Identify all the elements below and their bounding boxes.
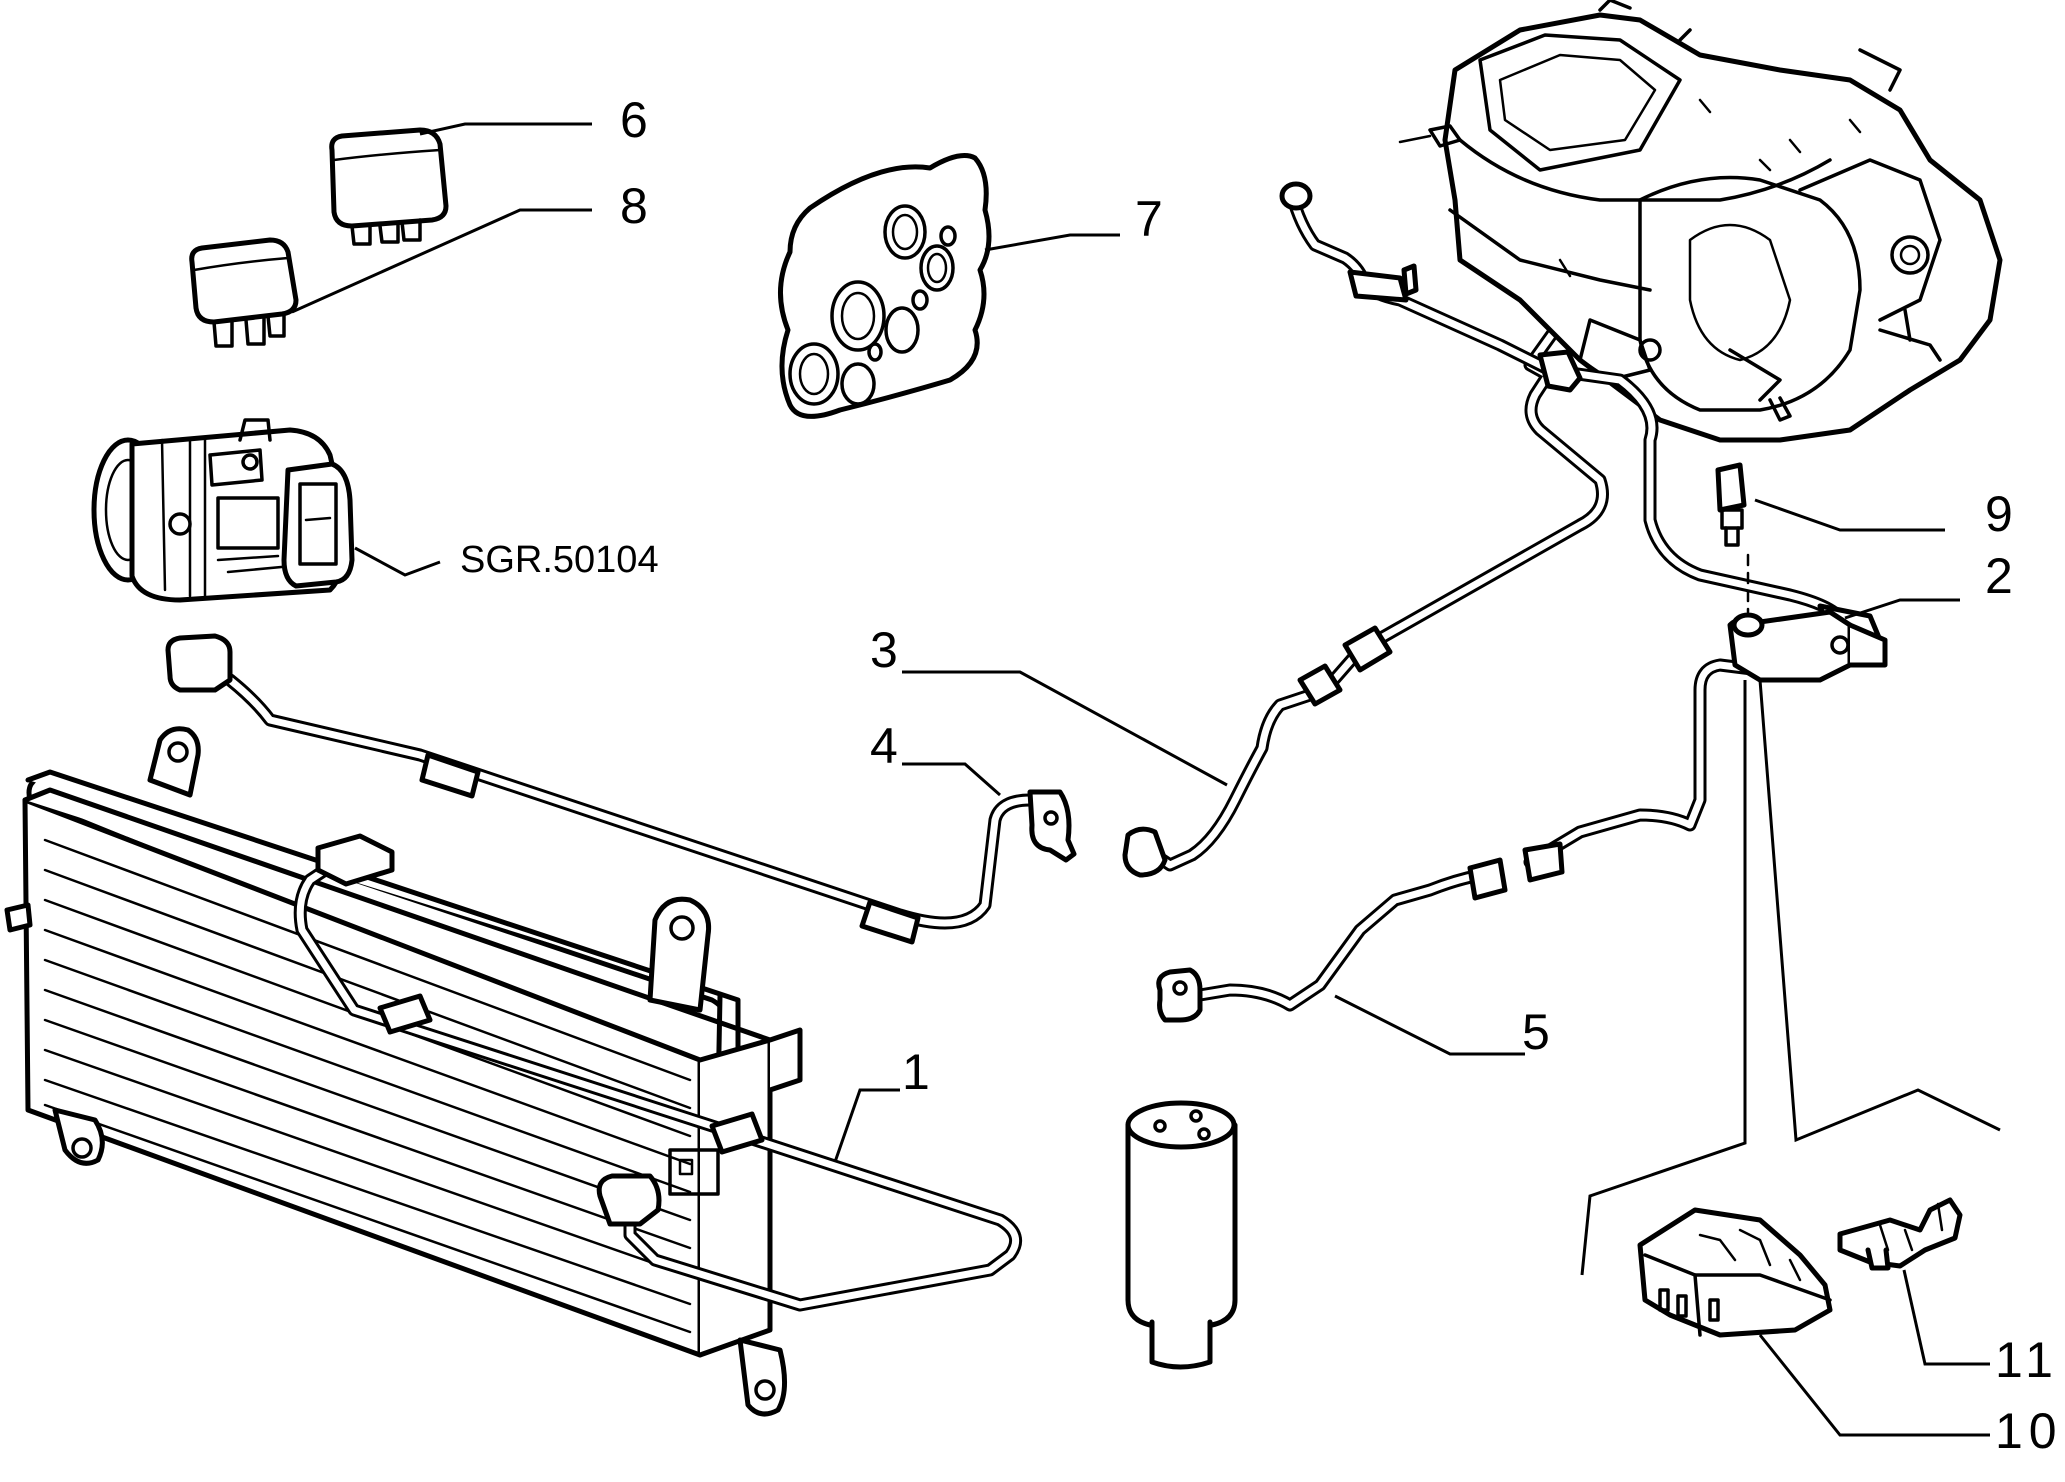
callout-ref: SGR.50104: [460, 539, 659, 581]
compressor: [91, 418, 355, 603]
callout-1: 1: [902, 1044, 930, 1100]
evaporator-assembly: [1398, 0, 2003, 443]
callout-9: 9: [1985, 486, 2013, 542]
gasket-kit-7: [778, 153, 992, 419]
leader-lines: [291, 122, 1990, 1437]
callout-5: 5: [1522, 1004, 1550, 1060]
callout-10: 10: [1995, 1403, 2063, 1459]
callout-8: 8: [620, 178, 648, 234]
callout-2: 2: [1985, 548, 2013, 604]
callout-4: 4: [870, 718, 898, 774]
manifold-block: [1727, 553, 1888, 683]
callout-labels: 6 8 7 SGR.50104 9 2 3 4 5 1 11 10: [460, 92, 2063, 1459]
receiver-drier: [1125, 1100, 1238, 1370]
condenser-pipe-1: [293, 833, 1023, 1312]
fuse-box-10: [1637, 1207, 1833, 1338]
detail-inset-lines: [1580, 679, 2001, 1276]
relay-6: [329, 127, 449, 246]
pipe-3: [1122, 323, 1609, 878]
terminal-11: [1837, 1197, 1963, 1271]
callout-11: 11: [1995, 1332, 2059, 1388]
condenser: [4, 726, 803, 1417]
pipe-4: [165, 633, 1077, 945]
callout-7: 7: [1135, 191, 1163, 247]
relay-8: [189, 237, 299, 348]
callout-6: 6: [620, 92, 648, 148]
pipe-5: [1156, 658, 1767, 1023]
callout-3: 3: [870, 622, 898, 678]
pressure-switch-9: [1715, 462, 1747, 547]
